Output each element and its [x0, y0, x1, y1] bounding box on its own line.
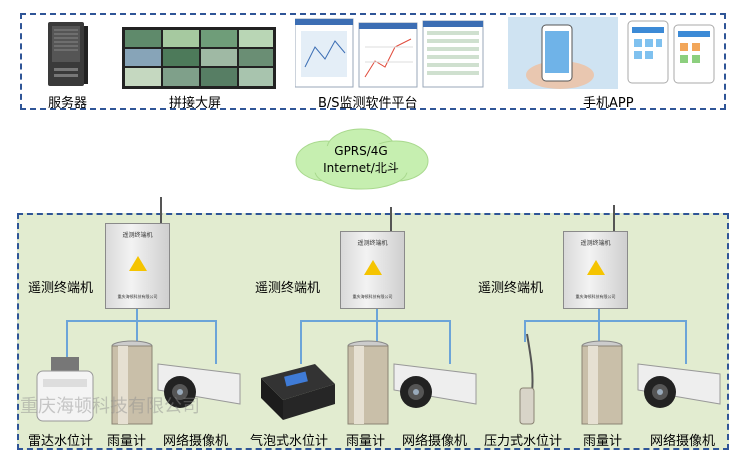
sensor-label: 网络摄像机	[163, 434, 229, 449]
radar-level-gauge-icon	[36, 357, 94, 422]
server-icon	[48, 22, 88, 86]
connector-line	[300, 320, 450, 322]
software-platform-icon	[295, 18, 484, 88]
connector-line	[300, 320, 302, 364]
connector-line	[136, 309, 138, 321]
connector-line	[136, 320, 138, 342]
warning-icon	[129, 256, 147, 271]
server-label: 服务器	[48, 96, 88, 111]
sensor-label: 气泡式水位计	[250, 434, 329, 449]
connector-line	[215, 320, 217, 364]
rain-gauge-icon	[347, 340, 389, 425]
software-platform-label: B/S监测软件平台	[318, 96, 418, 111]
bubble-level-gauge-icon	[261, 364, 335, 420]
connector-line	[685, 320, 687, 364]
video-wall-icon	[122, 27, 276, 89]
warning-icon	[587, 260, 605, 275]
terminal-cabinet: 遥测终端机 重庆海顿科技有限公司	[105, 223, 170, 309]
terminal-label: 遥测终端机	[28, 281, 94, 296]
terminal-label: 遥测终端机	[255, 281, 321, 296]
rain-gauge-icon	[111, 340, 153, 425]
antenna	[613, 205, 615, 232]
network-camera-icon	[157, 363, 241, 408]
antenna	[390, 207, 392, 232]
network-label-2: Internet/北斗	[323, 161, 399, 175]
pressure-level-gauge-icon	[519, 333, 535, 425]
mobile-app-label: 手机APP	[583, 96, 634, 111]
connector-line	[66, 320, 68, 360]
connector-line	[66, 320, 216, 322]
sensor-label: 压力式水位计	[484, 434, 563, 449]
terminal-label: 遥测终端机	[478, 281, 544, 296]
sensor-label: 雨量计	[107, 434, 147, 449]
connector-line	[376, 309, 378, 321]
connector-line	[598, 320, 600, 342]
sensor-label: 网络摄像机	[402, 434, 468, 449]
mobile-app-icon	[508, 17, 715, 89]
terminal-cabinet: 遥测终端机 重庆海顿科技有限公司	[340, 231, 405, 309]
warning-icon	[364, 260, 382, 275]
sensor-label: 网络摄像机	[650, 434, 716, 449]
connector-line	[449, 320, 451, 364]
connector-line	[598, 309, 600, 321]
connector-line	[376, 320, 378, 342]
sensor-label: 雨量计	[346, 434, 386, 449]
antenna	[160, 197, 162, 224]
cloud-icon	[295, 128, 429, 190]
sensor-label: 雷达水位计	[28, 434, 94, 449]
network-label-1: GPRS/4G	[334, 144, 388, 158]
watermark: 重庆海顿科技有限公司	[20, 396, 200, 417]
network-camera-icon	[637, 363, 721, 408]
rain-gauge-icon	[581, 340, 623, 425]
connector-line	[524, 320, 526, 342]
connector-line	[524, 320, 686, 322]
terminal-cabinet: 遥测终端机 重庆海顿科技有限公司	[563, 231, 628, 309]
network-camera-icon	[393, 363, 477, 408]
sensor-label: 雨量计	[583, 434, 623, 449]
video-wall-label: 拼接大屏	[169, 96, 222, 111]
monitoring-center-box	[20, 13, 726, 110]
